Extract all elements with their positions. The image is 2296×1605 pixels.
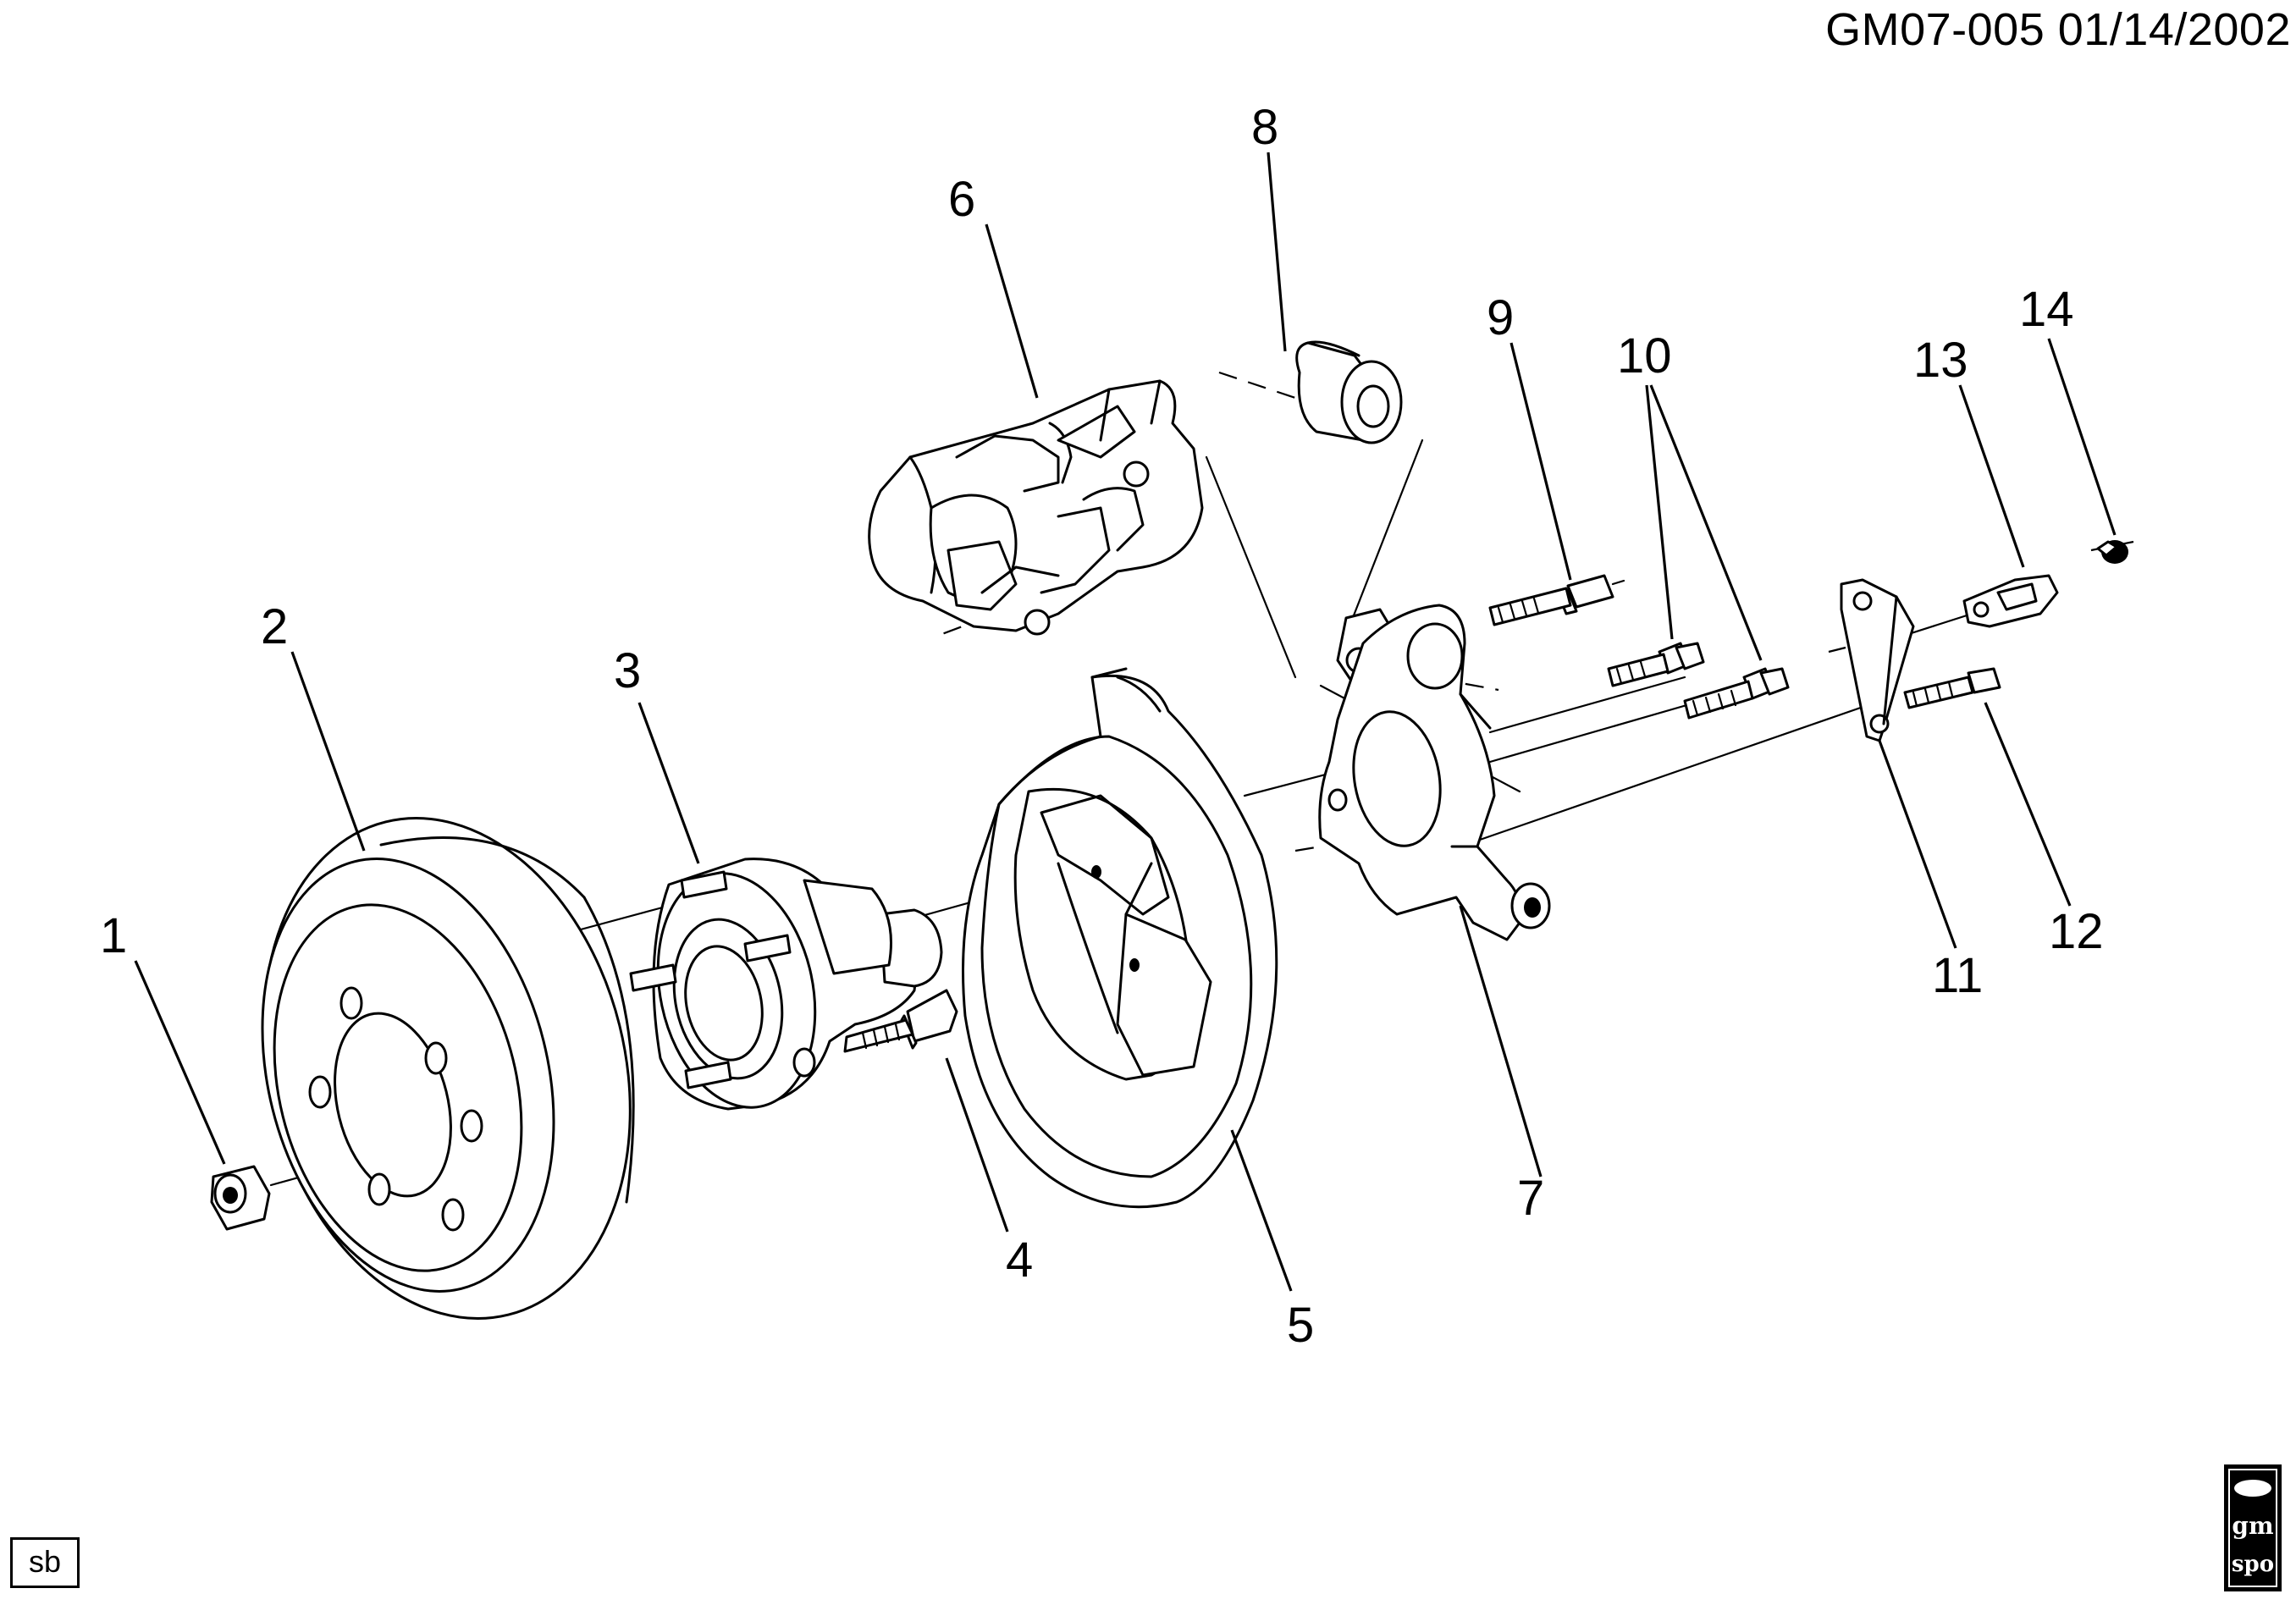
- callout-7: 7: [1517, 1171, 1544, 1226]
- part-9-bolt: [1488, 574, 1625, 626]
- callout-4: 4: [1006, 1233, 1033, 1288]
- part-10-bolt-upper: [1607, 642, 1705, 687]
- part-7-knuckle: [1318, 604, 1551, 941]
- gm-spo-logo: gm spo: [2224, 1464, 2282, 1591]
- part-10-bolt-lower: [1683, 667, 1790, 720]
- callout-2: 2: [261, 599, 288, 654]
- logo-text-gm: gm: [2232, 1512, 2273, 1540]
- diagram-code-header: GM07-005 01/14/2002: [1825, 4, 2291, 55]
- callout-10: 10: [1617, 328, 1672, 383]
- leader-lines: [134, 152, 2117, 1292]
- callout-1: 1: [100, 908, 127, 963]
- part-8-bushing: [1295, 340, 1403, 444]
- callout-14: 14: [2019, 282, 2074, 337]
- part-13-clip: [1962, 574, 2059, 628]
- part-6-caliper: [868, 379, 1204, 636]
- callout-12: 12: [2049, 904, 2104, 959]
- part-2-brake-rotor: [261, 817, 635, 1320]
- part-11-bracket: [1840, 578, 1915, 742]
- part-14-nut: [2096, 540, 2128, 564]
- part-12-bolt: [1903, 667, 2001, 709]
- callout-5: 5: [1287, 1298, 1314, 1353]
- callout-6: 6: [948, 172, 975, 227]
- logo-text-spo: spo: [2232, 1552, 2274, 1577]
- part-4-bolt: [843, 989, 958, 1053]
- callout-13: 13: [1913, 333, 1968, 388]
- callout-labels: 1 2 3 4 5 6 7 8 9 10 11 12 13 14: [100, 100, 2104, 1353]
- callout-3: 3: [614, 643, 641, 698]
- part-5-backing-plate: [962, 667, 1278, 1209]
- callout-8: 8: [1251, 100, 1278, 155]
- part-3-hub-bearing: [629, 858, 943, 1111]
- callout-9: 9: [1487, 290, 1514, 345]
- part-1-nut: [210, 1165, 271, 1231]
- sb-tag: sb: [10, 1537, 80, 1588]
- callout-11: 11: [1932, 948, 1983, 1003]
